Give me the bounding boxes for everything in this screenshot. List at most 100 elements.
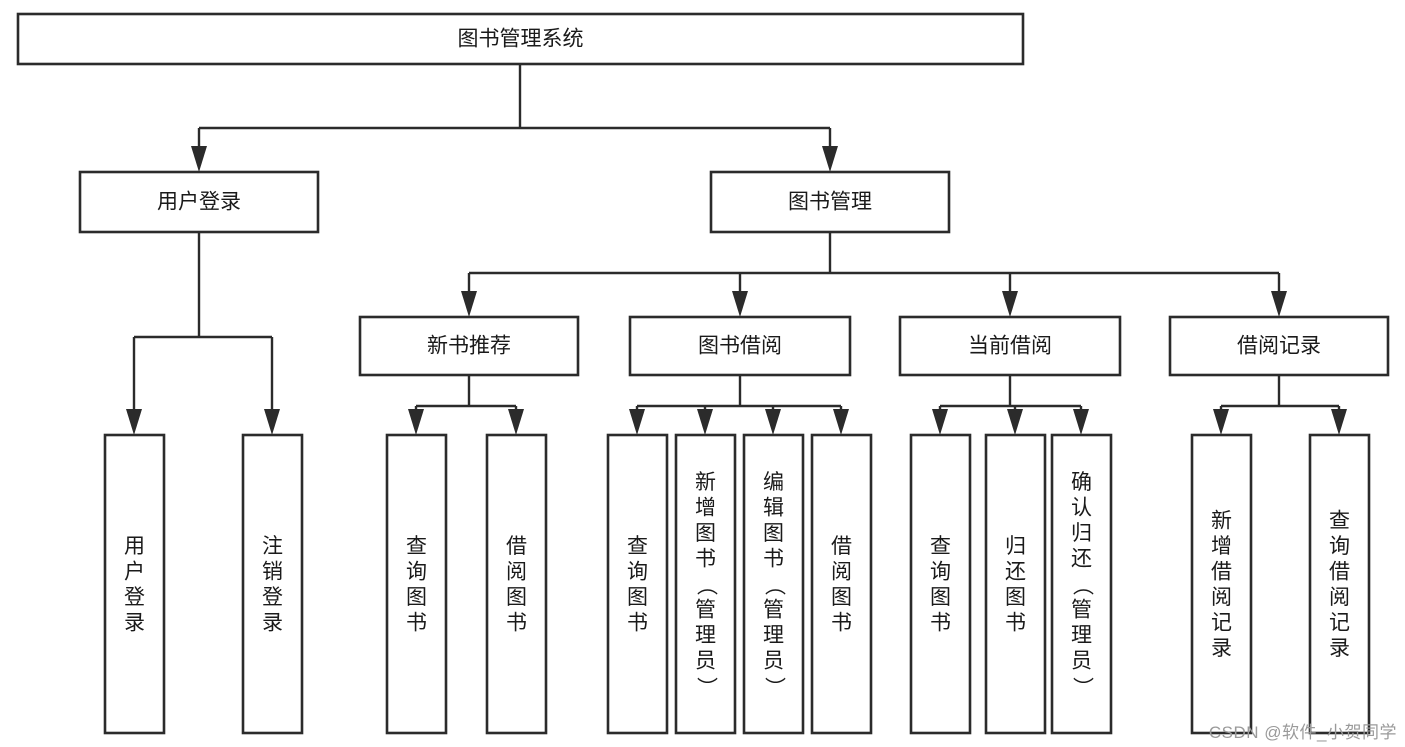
node-box[interactable]: [810, 433, 873, 735]
arrow-head-icon: [264, 409, 280, 435]
node-label-char: 理: [763, 624, 784, 647]
node-label-char: 理: [1071, 624, 1092, 647]
node-box[interactable]: [358, 315, 580, 377]
connector-newbook-to-leaves: [408, 375, 524, 435]
node-label-char: 询: [627, 560, 648, 583]
node-box[interactable]: [1168, 315, 1390, 377]
node-label-char: 图: [763, 522, 784, 545]
node-label-char: 书: [930, 611, 951, 634]
node-label-char: ）: [1071, 677, 1094, 698]
node-label-char: 图: [831, 586, 852, 609]
node-label-char: 注: [262, 535, 283, 558]
node-label-char: 管: [1071, 599, 1092, 622]
node-label-char: （: [763, 575, 786, 596]
node-label-char: 录: [1329, 637, 1350, 660]
arrow-head-icon: [1213, 409, 1229, 435]
level1-node-user-login[interactable]: 用户登录: [78, 170, 320, 234]
node-box[interactable]: [16, 12, 1025, 66]
arrow-head-icon: [461, 291, 477, 317]
node-box[interactable]: [742, 433, 805, 735]
node-box[interactable]: [898, 315, 1122, 377]
leaf-node-leaf-user-login[interactable]: 用户登录: [103, 433, 166, 735]
connector-borrowrecords-to-leaves: [1213, 375, 1347, 435]
node-label-char: 记: [1329, 611, 1350, 634]
node-label-char: 理: [695, 624, 716, 647]
level2-node-borrow-records[interactable]: 借阅记录: [1168, 315, 1390, 377]
node-label-char: 图: [627, 586, 648, 609]
level1-node-book-management[interactable]: 图书管理: [709, 170, 951, 234]
node-box[interactable]: [674, 433, 737, 735]
arrow-head-icon: [697, 409, 713, 435]
node-label: 当前借阅: [968, 335, 1052, 358]
node-label-char: 查: [627, 535, 648, 558]
arrow-head-icon: [408, 409, 424, 435]
node-label-char: 录: [1211, 637, 1232, 660]
node-label-char: 归: [1071, 522, 1092, 545]
node-box[interactable]: [628, 315, 852, 377]
node-label: 图书借阅: [698, 335, 782, 358]
node-label-char: 登: [262, 586, 283, 609]
node-label-char: （: [1071, 575, 1094, 596]
node-label-char: 辑: [763, 497, 784, 520]
arrow-head-icon: [629, 409, 645, 435]
arrow-head-icon: [765, 409, 781, 435]
node-label-char: 书: [831, 611, 852, 634]
level2-node-current-borrow[interactable]: 当前借阅: [898, 315, 1122, 377]
arrow-head-icon: [126, 409, 142, 435]
root-node-root[interactable]: 图书管理系统: [16, 12, 1025, 66]
node-box[interactable]: [103, 433, 166, 735]
node-box[interactable]: [984, 433, 1047, 735]
node-box[interactable]: [909, 433, 972, 735]
node-label-char: 借: [1329, 560, 1350, 583]
node-box[interactable]: [241, 433, 304, 735]
node-label-char: 图: [695, 522, 716, 545]
level2-node-new-book-recommend[interactable]: 新书推荐: [358, 315, 580, 377]
node-label-char: 阅: [506, 560, 527, 583]
node-label-char: 查: [1329, 509, 1350, 532]
node-label-char: 增: [1211, 535, 1232, 558]
node-label-char: 认: [1071, 497, 1092, 520]
node-label-char: 书: [406, 611, 427, 634]
arrow-head-icon: [732, 291, 748, 317]
node-label-char: 录: [124, 611, 145, 634]
level2-node-book-borrow[interactable]: 图书借阅: [628, 315, 852, 377]
node-layer: 图书管理系统用户登录图书管理新书推荐图书借阅当前借阅借阅记录用户登录注销登录查询…: [16, 12, 1390, 735]
node-label-char: 借: [831, 535, 852, 558]
node-label-char: 员: [1071, 650, 1092, 673]
node-label: 用户登录: [157, 191, 241, 214]
node-label-char: 新: [695, 471, 716, 494]
arrow-head-icon: [1002, 291, 1018, 317]
node-box[interactable]: [385, 433, 448, 735]
node-box[interactable]: [1190, 433, 1253, 735]
node-box[interactable]: [709, 170, 951, 234]
node-label: 新书推荐: [427, 335, 511, 358]
node-label-char: 书: [506, 611, 527, 634]
node-label-char: 管: [763, 599, 784, 622]
connector-bookmgmt-to-level2: [461, 232, 1287, 317]
node-label-char: 查: [930, 535, 951, 558]
node-box[interactable]: [606, 433, 669, 735]
node-label-char: 询: [930, 560, 951, 583]
node-label-char: 图: [406, 586, 427, 609]
node-label-char: ）: [763, 677, 786, 698]
node-box[interactable]: [1050, 433, 1113, 735]
node-box[interactable]: [78, 170, 320, 234]
node-label: 图书管理系统: [458, 28, 584, 51]
node-box[interactable]: [485, 433, 548, 735]
arrow-head-icon: [932, 409, 948, 435]
node-box[interactable]: [1308, 433, 1371, 735]
node-label-char: 图: [506, 586, 527, 609]
